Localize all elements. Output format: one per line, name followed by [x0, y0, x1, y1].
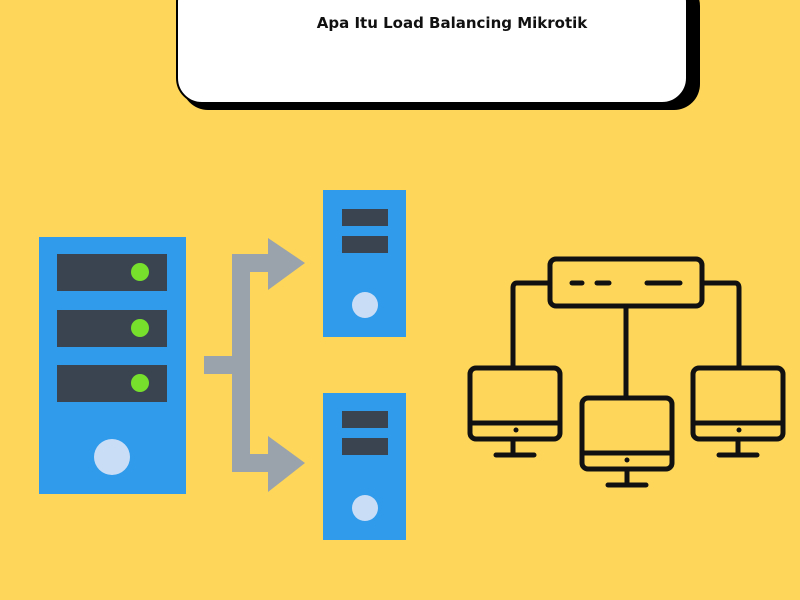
network-diagram — [467, 256, 786, 488]
computer-right-icon — [690, 365, 786, 458]
target-server-top-icon — [323, 190, 406, 337]
page-title: Apa Itu Load Balancing Mikrotik — [316, 14, 588, 32]
computer-power-dots — [513, 427, 742, 463]
computer-left-icon — [467, 365, 563, 458]
target-server-bottom-icon — [323, 393, 406, 540]
computer-middle-icon — [579, 395, 675, 488]
title-card: Apa Itu Load Balancing Mikrotik — [176, 0, 688, 104]
main-server-icon — [39, 237, 186, 494]
split-arrow-icon — [204, 238, 305, 492]
network-switch-icon — [547, 256, 705, 309]
